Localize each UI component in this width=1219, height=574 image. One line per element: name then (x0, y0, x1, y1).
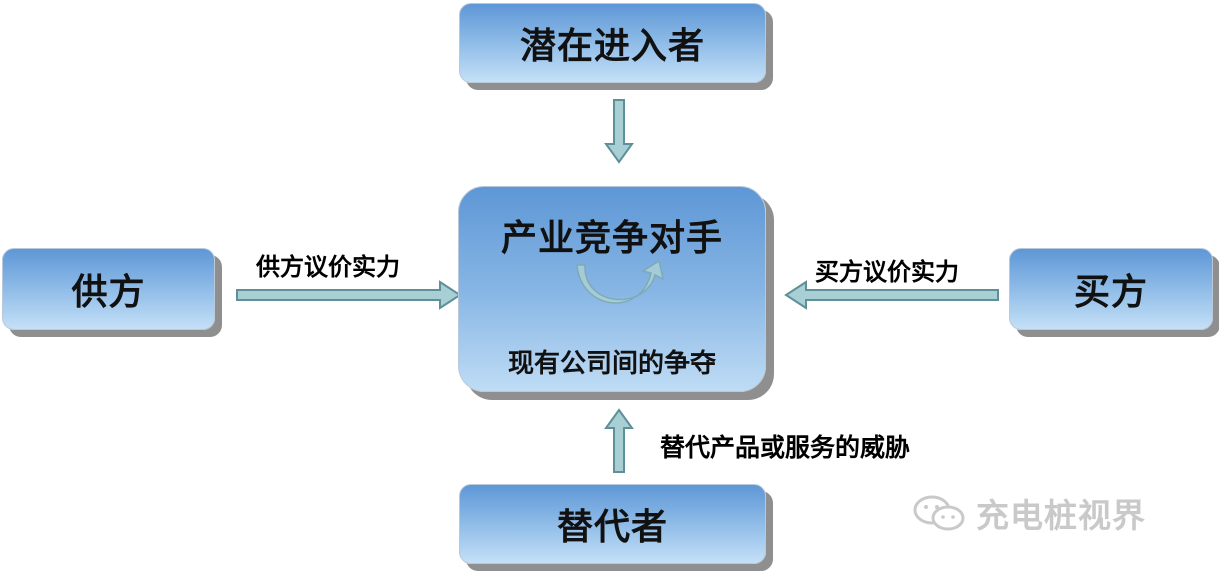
wechat-icon (913, 495, 965, 531)
arrow-left-to-center (236, 280, 462, 310)
node-label: 潜在进入者 (519, 26, 705, 67)
arrow-top-to-center (604, 99, 634, 164)
center-subtitle: 现有公司间的争夺 (507, 349, 716, 379)
node-industry-competitors: 产业竞争对手 现有公司间的争夺 (458, 186, 766, 392)
node-label: 替代者 (556, 507, 668, 548)
watermark-text: 充电桩视界 (976, 496, 1146, 535)
node-buyers: 买方 (1009, 248, 1213, 330)
arrow-bottom-to-center (604, 408, 634, 473)
node-label: 供方 (71, 272, 146, 313)
node-potential-entrants: 潜在进入者 (459, 3, 766, 83)
watermark: 充电桩视界 (912, 491, 1192, 535)
cycle-arrow-icon (576, 259, 665, 304)
node-label: 买方 (1073, 272, 1148, 313)
edge-label-substitute-threat: 替代产品或服务的威胁 (660, 433, 911, 462)
edge-label-supplier-power: 供方议价实力 (256, 252, 400, 281)
center-title: 产业竞争对手 (500, 218, 723, 259)
node-substitutes: 替代者 (459, 484, 766, 564)
arrow-right-to-center (784, 280, 999, 310)
edge-label-buyer-power: 买方议价实力 (815, 257, 959, 286)
node-suppliers: 供方 (2, 248, 215, 330)
